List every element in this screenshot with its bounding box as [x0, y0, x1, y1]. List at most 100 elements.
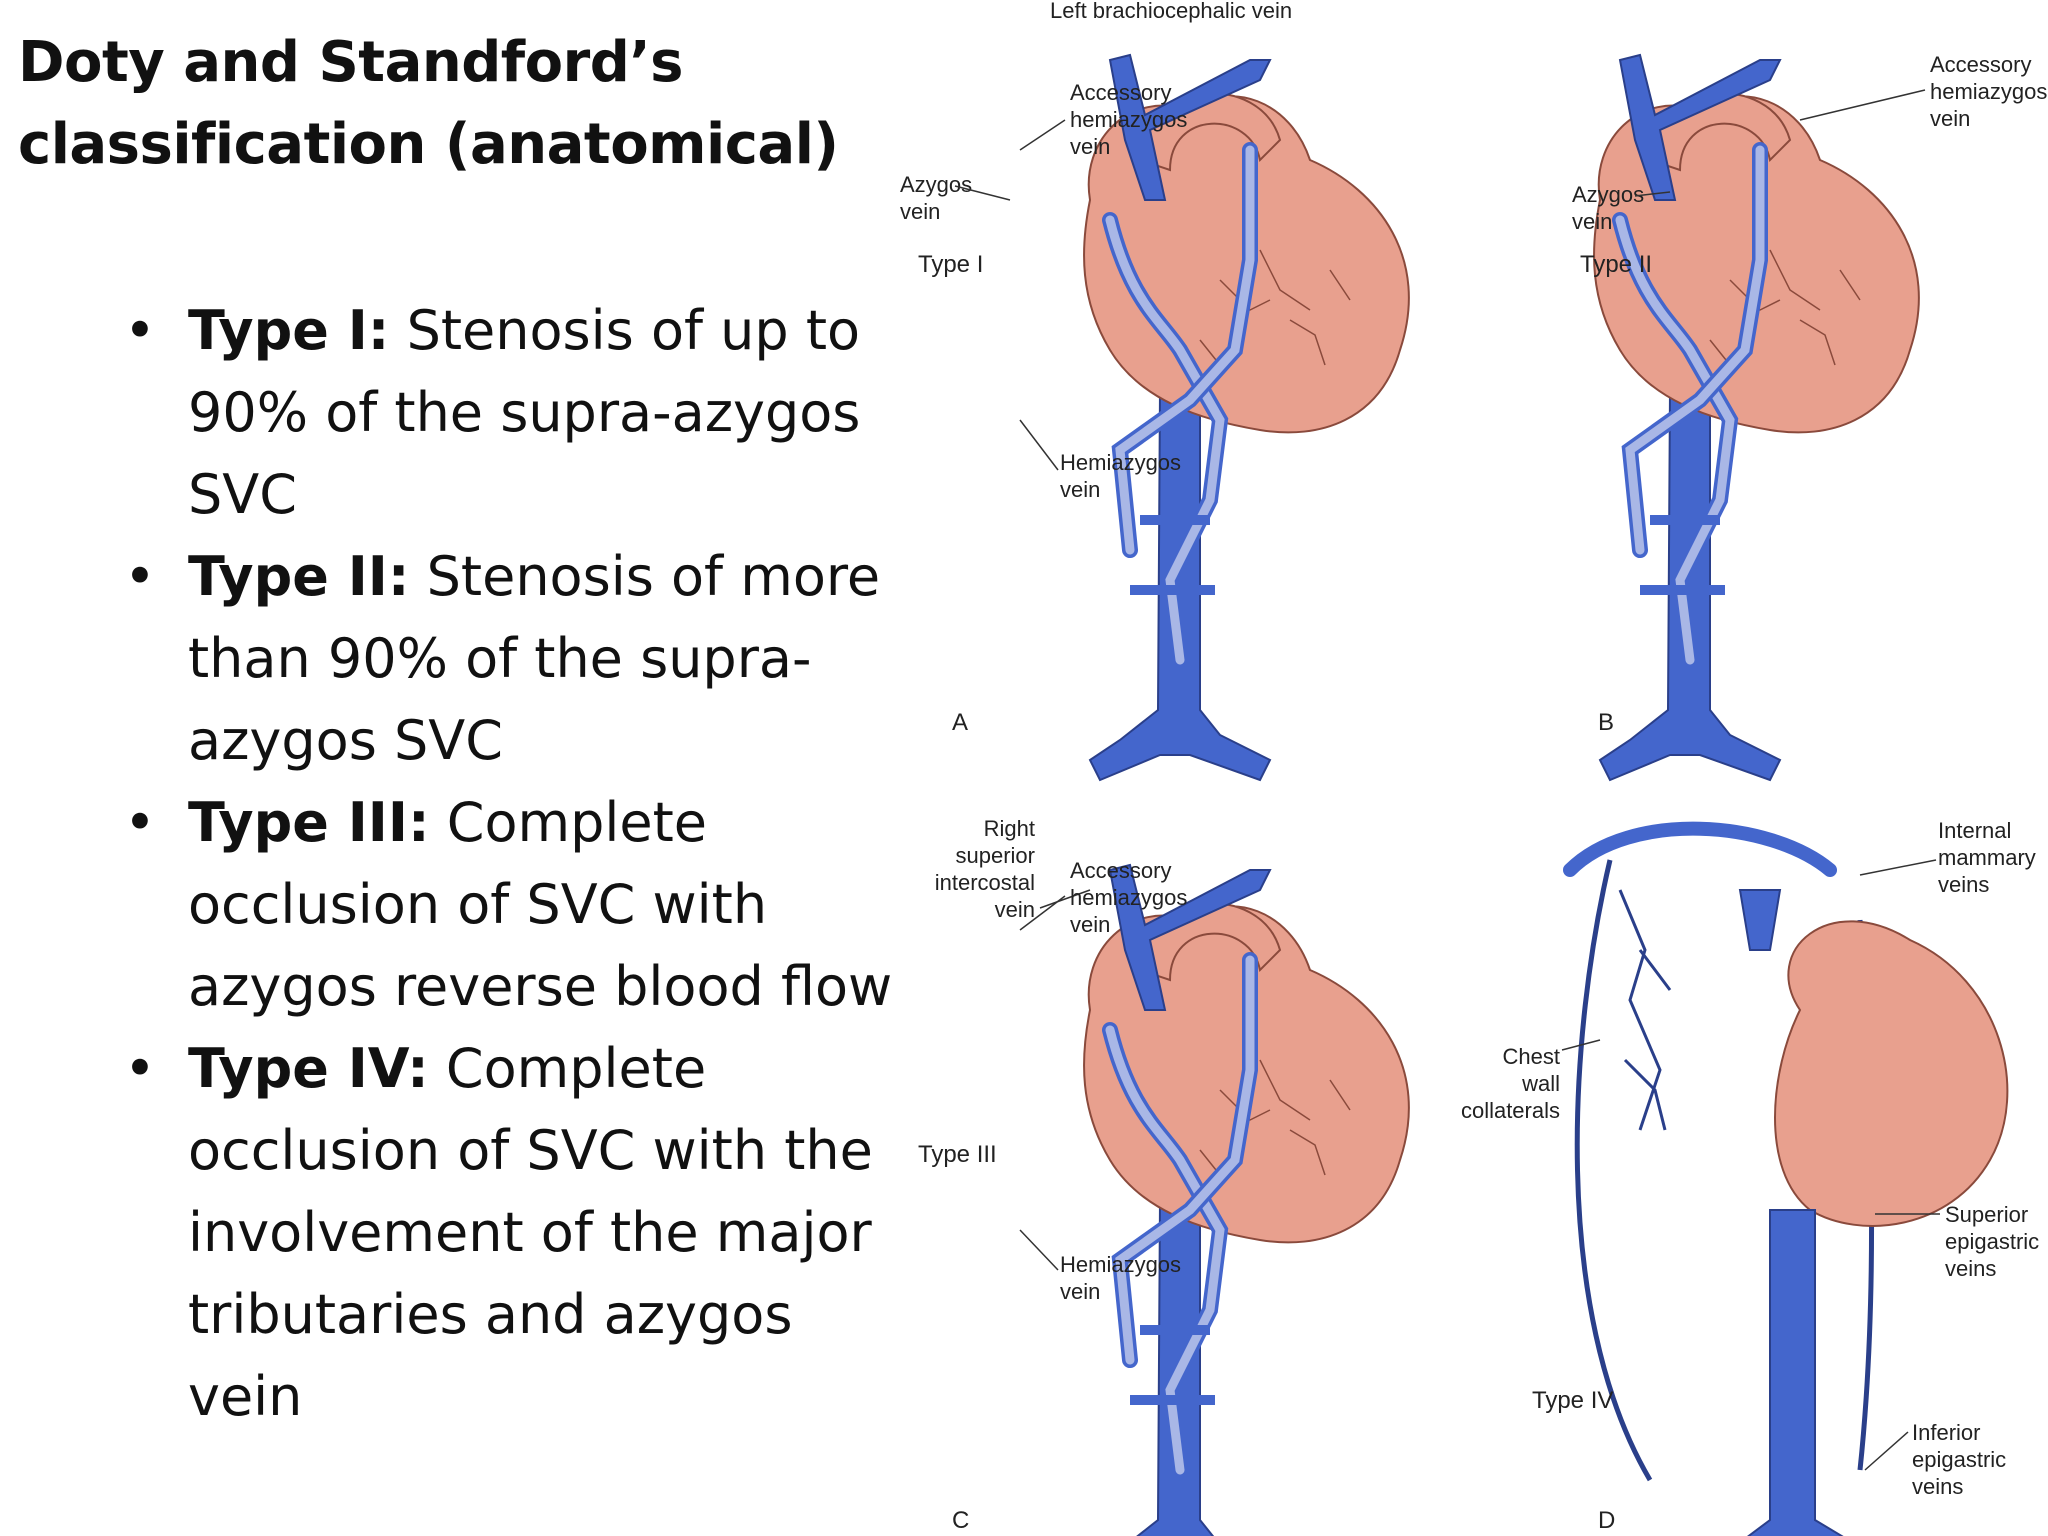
heart-shape — [1774, 920, 2009, 1227]
intercostal-connectors — [1130, 515, 1215, 595]
intercostal-connectors — [1640, 515, 1725, 595]
leader-line — [1039, 889, 1091, 909]
annotation-text: epigastric — [1945, 1229, 2039, 1254]
occluded-svc-stump — [1738, 889, 1782, 951]
leader-line — [1019, 119, 1066, 151]
panel-a: Type I A Left brachiocephalic veinAccessor… — [900, 0, 1410, 782]
panel-b-letter: B — [1598, 709, 1614, 736]
annotation-text: hemiazygos — [1070, 885, 1187, 910]
slide-title-line-1: Doty and Standford’s — [18, 30, 683, 95]
annotation-text: wall — [1521, 1071, 1560, 1096]
annotation-text: vein — [1070, 134, 1110, 159]
panel-c-letter: C — [952, 1507, 969, 1534]
panel-b-type-label: Type II — [1580, 251, 1652, 278]
bullet-term: Type IV: — [188, 1037, 429, 1100]
annotation-text: superior — [956, 843, 1035, 868]
leader-line — [954, 185, 1011, 201]
leader-line — [1019, 1229, 1059, 1271]
annotation-text: vein — [995, 897, 1035, 922]
vena-cava-trunk — [1747, 1209, 1844, 1536]
leader-line — [1634, 191, 1671, 197]
slide-title-line-2: classification (anatomical) — [18, 112, 839, 177]
hemiazygos-vein-lumen — [1625, 145, 1765, 555]
bullet-type-4: Type IV: Complete occlusion of SVC with … — [118, 1028, 918, 1438]
annotation-text: mammary — [1938, 845, 2036, 870]
annotation-text: veins — [1945, 1256, 1996, 1281]
annotation-text: Superior — [1945, 1202, 2028, 1227]
azygos-vein-lumen — [1105, 1025, 1225, 1475]
panel-c: Type IIICRightsuperiorintercostalveinAcc… — [918, 816, 1410, 1536]
annotation-text: Chest — [1503, 1044, 1560, 1069]
chest-wall-branches — [1618, 889, 1672, 1131]
coronary-vessels — [1199, 1059, 1351, 1176]
annotation-text: Azygos — [1572, 182, 1644, 207]
panel-a-letter: A — [952, 709, 968, 736]
bullet-text: Stenosis of up to 90% of the supra-azygo… — [188, 299, 861, 526]
azygos-vein-lumen — [1105, 215, 1225, 665]
panel-b: Type IIBAccessoryhemiazygosveinAzygosvei… — [1572, 52, 2047, 782]
bullet-type-2: Type II: Stenosis of more than 90% of th… — [118, 536, 918, 782]
brachiocephalic-veins — [1108, 863, 1272, 1011]
coronary-vessels — [1199, 249, 1351, 366]
panel-d: Type IVDInternalmammaryveinsChestwallcol… — [1461, 818, 2039, 1536]
figure-svg: Type I A Left brachiocephalic veinAccessor… — [900, 0, 2047, 1536]
intercostal-connectors — [1130, 1325, 1215, 1405]
panel-d-letter: D — [1598, 1507, 1615, 1534]
internal-mammary-arch — [1563, 821, 1837, 877]
panel-a-type-label: Type I — [918, 251, 983, 278]
annotation-text: vein — [1060, 477, 1100, 502]
annotation-text: Hemiazygos — [1060, 450, 1181, 475]
leader-line — [1019, 419, 1059, 471]
type-bullet-list: Type I: Stenosis of up to 90% of the sup… — [118, 290, 918, 1438]
annotation-text: Azygos — [900, 172, 972, 197]
annotation-text: Hemiazygos — [1060, 1252, 1181, 1277]
leader-line — [1864, 1431, 1909, 1471]
annotation-text: Accessory — [1070, 858, 1171, 883]
annotation-text: Internal — [1938, 818, 2011, 843]
label-left-brachiocephalic-vein: Left brachiocephalic vein — [1050, 0, 1292, 23]
leader-line — [1561, 1039, 1601, 1051]
annotation-text: Left brachiocephalic vein — [1050, 0, 1292, 23]
annotation-text: intercostal — [935, 870, 1035, 895]
annotation-text: vein — [1572, 209, 1612, 234]
leader-line — [1859, 859, 1937, 876]
bullet-term: Type I: — [188, 299, 390, 362]
annotation-text: hemiazygos — [1930, 79, 2047, 104]
annotation-text: hemiazygos — [1070, 107, 1187, 132]
annotation-text: veins — [1938, 872, 1989, 897]
leader-line — [1019, 895, 1066, 931]
hemiazygos-vein-lumen — [1115, 145, 1255, 555]
panel-d-type-label: Type IV — [1532, 1387, 1613, 1414]
annotation-text: vein — [900, 199, 940, 224]
annotation-text: vein — [1070, 912, 1110, 937]
azygos-vein-lumen — [1615, 215, 1735, 665]
annotation-text: Right — [984, 816, 1035, 841]
bullet-type-3: Type III: Complete occlusion of SVC with… — [118, 782, 918, 1028]
bullet-term: Type III: — [188, 791, 430, 854]
annotation-text: veins — [1912, 1474, 1963, 1499]
bullet-text: Complete occlusion of SVC with azygos re… — [188, 791, 893, 1018]
bullet-text: Stenosis of more than 90% of the supra-a… — [188, 545, 881, 772]
bullet-type-1: Type I: Stenosis of up to 90% of the sup… — [118, 290, 918, 536]
annotation-text: Inferior — [1912, 1420, 1980, 1445]
annotation-text: Accessory — [1070, 80, 1171, 105]
annotation-text: vein — [1060, 1279, 1100, 1304]
bullet-text: Complete occlusion of SVC with the invol… — [188, 1037, 873, 1428]
annotation-text: Accessory — [1930, 52, 2031, 77]
hemiazygos-vein-lumen — [1115, 955, 1255, 1365]
brachiocephalic-veins — [1618, 53, 1782, 201]
panel-c-type-label: Type III — [918, 1141, 997, 1168]
